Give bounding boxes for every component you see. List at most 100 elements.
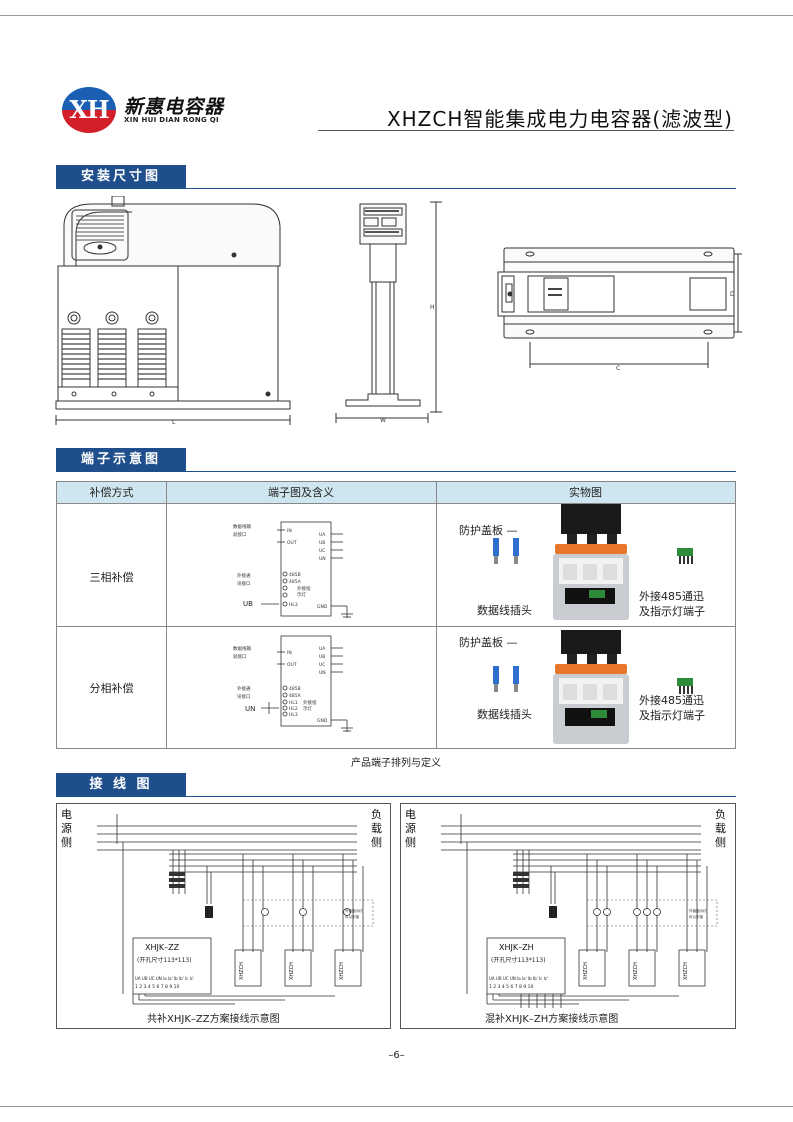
svg-text:IN: IN bbox=[287, 528, 292, 534]
svg-text:UN: UN bbox=[319, 556, 326, 562]
label-data-plug: 数据线插头 bbox=[477, 708, 532, 721]
svg-text:外接通: 外接通 bbox=[237, 685, 251, 692]
wiring-diagram-zh: 电 源 侧 负 载 侧 XHJK–ZH (开孔尺寸113*113) UA UB … bbox=[400, 803, 736, 1029]
document-title: XHZCH智能集成电力电容器(滤波型) bbox=[386, 107, 733, 131]
logo-chinese-name: 新惠电容器 bbox=[124, 96, 225, 118]
label-protective-cover: 防护盖板 — bbox=[459, 636, 518, 649]
svg-text:UB: UB bbox=[319, 654, 325, 660]
svg-text:可以不接: 可以不接 bbox=[689, 914, 703, 919]
dimension-c: C bbox=[616, 365, 620, 372]
section-rule bbox=[56, 188, 736, 189]
svg-text:UN: UN bbox=[245, 705, 255, 713]
wiring-caption-zh: 混补XHJK–ZH方案接线示意图 bbox=[485, 1014, 619, 1025]
section-wiring-diagram: 接 线 图 bbox=[56, 773, 186, 797]
label-data-plug: 数据线插头 bbox=[477, 604, 532, 617]
svg-text:(开孔尺寸113*113): (开孔尺寸113*113) bbox=[137, 956, 192, 964]
svg-text:1 2 3 4 5 6 7 8 9 10: 1 2 3 4 5 6 7 8 9 10 bbox=[135, 984, 180, 990]
svg-text:XHZCH: XHZCH bbox=[583, 962, 589, 980]
section-rule bbox=[56, 796, 736, 797]
svg-text:OUT: OUT bbox=[287, 662, 297, 668]
terminal-table: 补偿方式 端子图及含义 实物图 三相补偿 分相补偿 数据线输 就接口 外接通 讯… bbox=[56, 481, 736, 749]
svg-text:UC: UC bbox=[319, 662, 325, 668]
section-terminal-diagram: 端子示意图 bbox=[56, 448, 186, 472]
svg-text:OUT: OUT bbox=[287, 540, 297, 546]
svg-text:源: 源 bbox=[405, 821, 416, 835]
front-view-drawing: L bbox=[55, 196, 291, 426]
svg-text:XHZCH: XHZCH bbox=[239, 962, 245, 980]
wiring-diagram-zz: 电 源 侧 负 载 侧 XHJK–ZZ (开孔尺寸113*113) UA UB … bbox=[56, 803, 391, 1029]
section-install-dimensions: 安装尺寸图 bbox=[56, 165, 186, 189]
svg-text:HL3: HL3 bbox=[289, 602, 298, 608]
bottom-rule bbox=[0, 1106, 793, 1107]
terminal-table-caption: 产品端子排列与定义 bbox=[351, 758, 441, 769]
header-terminal-meaning: 端子图及含义 bbox=[268, 486, 334, 499]
svg-text:负: 负 bbox=[715, 807, 726, 821]
svg-text:讯接口: 讯接口 bbox=[237, 580, 251, 587]
terminal-schematic-three-phase: 数据线输 就接口 外接通 讯接口 UB IN OUT 485B 485A 外接指… bbox=[233, 521, 353, 618]
svg-text:载: 载 bbox=[715, 822, 726, 835]
svg-text:XHZCH: XHZCH bbox=[683, 962, 689, 980]
terminal-schematic-split-phase: 数据线输 就接口 外接通 讯接口 UN IN OUT 485B 485A HL1… bbox=[233, 635, 353, 732]
dimension-w: W bbox=[380, 417, 386, 424]
svg-text:就接口: 就接口 bbox=[233, 531, 247, 538]
svg-text:电: 电 bbox=[61, 808, 72, 821]
logo-mark: XH bbox=[62, 87, 116, 133]
top-rule bbox=[0, 15, 793, 16]
svg-text:XHJK–ZH: XHJK–ZH bbox=[499, 943, 534, 952]
svg-text:UA UB UC UN Ia Ia' Ib Ib': UA UB UC UN Ia Ia' Ib Ib' Ic Ic' bbox=[135, 976, 194, 981]
svg-text:外接通: 外接通 bbox=[237, 572, 251, 579]
company-logo: XH 新惠电容器 XIN HUI DIAN RONG QI bbox=[62, 87, 252, 133]
svg-text:(开孔尺寸113*113): (开孔尺寸113*113) bbox=[491, 956, 546, 964]
svg-text:侧: 侧 bbox=[405, 836, 416, 849]
mode-split-phase: 分相补偿 bbox=[89, 682, 134, 695]
label-protective-cover: 防护盖板 — bbox=[459, 524, 518, 537]
top-view-drawing: C D bbox=[497, 247, 742, 372]
dimension-d: D bbox=[730, 291, 735, 298]
svg-text:UA UB UC UN Ia Ia' Ib Ib': UA UB UC UN Ia Ia' Ib Ib' Ic Ic' bbox=[489, 976, 548, 981]
dimension-l: L bbox=[172, 419, 176, 426]
svg-text:可以不接: 可以不接 bbox=[345, 914, 359, 919]
svg-text:讯接口: 讯接口 bbox=[237, 693, 251, 700]
svg-text:IN: IN bbox=[287, 650, 292, 656]
svg-text:485B: 485B bbox=[289, 572, 301, 578]
table-divider bbox=[166, 482, 167, 748]
mode-three-phase: 三相补偿 bbox=[89, 571, 134, 584]
svg-text:XHZCH: XHZCH bbox=[289, 962, 295, 980]
svg-text:外接指示灯: 外接指示灯 bbox=[345, 908, 363, 913]
wiring-caption-zz: 共补XHJK–ZZ方案接线示意图 bbox=[147, 1014, 280, 1025]
label-485-connector: 外接485通迅 bbox=[639, 694, 704, 707]
svg-text:数据线输: 数据线输 bbox=[233, 523, 251, 530]
svg-text:GND: GND bbox=[317, 604, 328, 610]
svg-text:XHZCH: XHZCH bbox=[633, 962, 639, 980]
svg-text:示灯: 示灯 bbox=[297, 591, 306, 598]
svg-text:UB: UB bbox=[243, 600, 253, 608]
svg-text:示灯: 示灯 bbox=[303, 705, 312, 712]
svg-text:UA: UA bbox=[319, 646, 326, 652]
svg-text:UB: UB bbox=[319, 540, 325, 546]
wiring-schematic-zh: 电 源 侧 负 载 侧 XHJK–ZH (开孔尺寸113*113) UA UB … bbox=[405, 807, 726, 1008]
svg-text:1 2 3 4 5 6 7 8 9 10: 1 2 3 4 5 6 7 8 9 10 bbox=[489, 984, 534, 990]
svg-text:XHJK–ZZ: XHJK–ZZ bbox=[145, 943, 180, 952]
product-photo-split-phase bbox=[493, 630, 693, 744]
svg-text:侧: 侧 bbox=[371, 836, 382, 849]
svg-text:HL3: HL3 bbox=[289, 712, 298, 718]
svg-text:源: 源 bbox=[61, 821, 72, 835]
svg-text:HL2: HL2 bbox=[289, 706, 298, 712]
table-row-divider bbox=[57, 626, 735, 627]
terminal-table-header: 补偿方式 端子图及含义 实物图 bbox=[57, 482, 735, 504]
label-indicator-terminal: 及指示灯端子 bbox=[639, 709, 705, 722]
label-485-connector: 外接485通迅 bbox=[639, 590, 704, 603]
svg-text:UC: UC bbox=[319, 548, 325, 554]
svg-text:485A: 485A bbox=[289, 579, 302, 585]
svg-text:侧: 侧 bbox=[61, 836, 72, 849]
svg-text:485A: 485A bbox=[289, 693, 302, 699]
side-view-drawing: W H bbox=[335, 201, 442, 424]
svg-text:外接指: 外接指 bbox=[303, 699, 317, 706]
table-divider bbox=[436, 482, 437, 748]
svg-text:UN: UN bbox=[319, 670, 326, 676]
svg-text:HL1: HL1 bbox=[289, 700, 298, 706]
logo-english-name: XIN HUI DIAN RONG QI bbox=[124, 116, 219, 124]
svg-text:电: 电 bbox=[405, 808, 416, 821]
svg-text:XHZCH: XHZCH bbox=[339, 962, 345, 980]
svg-text:数据线输: 数据线输 bbox=[233, 645, 251, 652]
